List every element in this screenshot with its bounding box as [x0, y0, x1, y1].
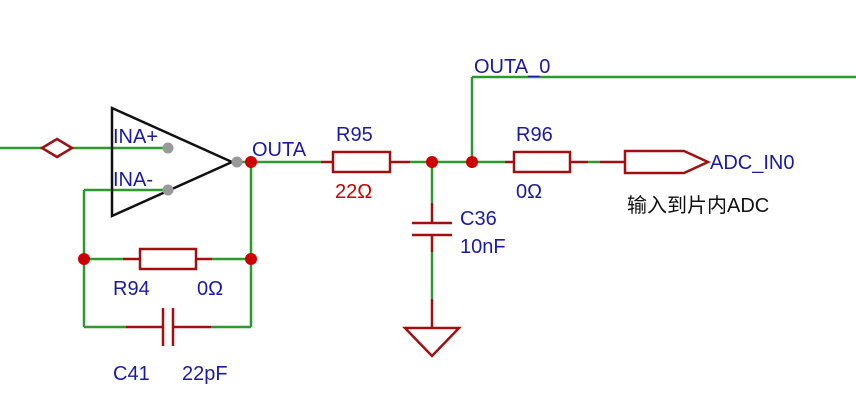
r95-value: 22Ω — [335, 181, 372, 203]
junction-r94-left — [78, 253, 90, 265]
r95-resistor[interactable] — [331, 150, 392, 174]
ground-symbol[interactable] — [402, 326, 462, 358]
net-label-adc-in0: ADC_IN0 — [710, 152, 794, 174]
adc-output-port[interactable] — [623, 149, 712, 175]
input-port-diamond[interactable] — [39, 137, 75, 159]
junction-outa — [245, 156, 257, 168]
inplus-pin-dot — [162, 142, 174, 154]
opamp-triangle[interactable] — [110, 106, 236, 218]
r94-value: 0Ω — [197, 278, 223, 300]
r96-ref: R96 — [516, 124, 553, 146]
c36-value: 10nF — [460, 236, 506, 258]
c41-value: 22pF — [182, 363, 228, 385]
junction-r94-right — [245, 253, 257, 265]
r94-ref: R94 — [113, 278, 150, 300]
components — [39, 137, 712, 358]
inminus-pin-dot — [162, 184, 174, 196]
output-pin-dot — [231, 156, 243, 168]
r94-resistor[interactable] — [138, 247, 198, 271]
net-label-outa: OUTA — [252, 139, 307, 161]
junction-outa0 — [466, 156, 478, 168]
junction-c36 — [426, 156, 438, 168]
pin-label-inminus: INA- — [113, 169, 153, 191]
r96-resistor[interactable] — [512, 150, 572, 174]
junctions — [78, 156, 478, 265]
r96-value: 0Ω — [516, 181, 542, 203]
c41-ref: C41 — [113, 363, 150, 385]
c36-ref: C36 — [460, 208, 497, 230]
r95-ref: R95 — [336, 124, 373, 146]
net-label-outa0: OUTA_0 — [474, 56, 550, 78]
pin-label-inplus: INA+ — [113, 126, 158, 148]
adc-note: 输入到片内ADC — [627, 194, 769, 217]
